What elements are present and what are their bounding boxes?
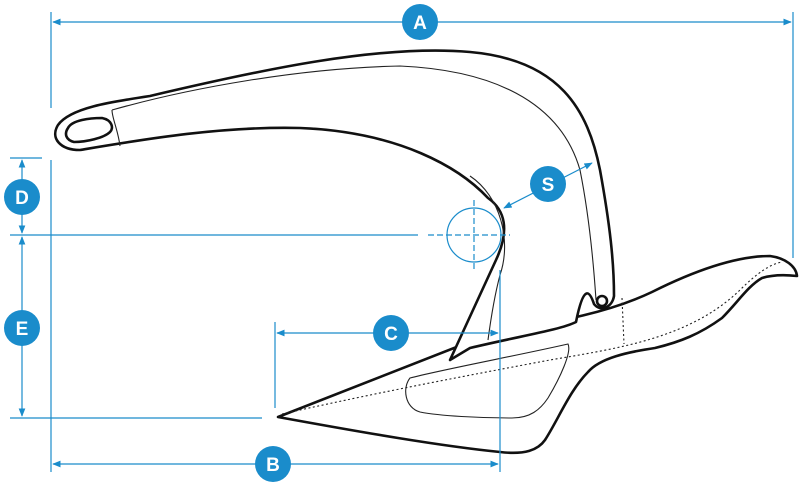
fluke-dotted-spine	[621, 297, 625, 345]
badge-d: D	[4, 179, 40, 215]
fluke-dotted-edge	[281, 261, 783, 415]
badge-s: S	[530, 166, 566, 202]
badge-e: E	[4, 310, 40, 346]
badge-e-label: E	[16, 319, 29, 340]
fluke-inner-pocket	[405, 343, 570, 419]
dimension-lines	[10, 12, 794, 472]
badge-d-label: D	[15, 188, 29, 209]
anchor-shank	[53, 49, 616, 362]
pivot-hole	[595, 294, 609, 308]
badge-b-label: B	[266, 455, 280, 476]
anchor-drawing	[53, 49, 799, 455]
anchor-eye-slot	[64, 116, 114, 144]
anchor-fluke	[276, 254, 799, 455]
badge-b: B	[255, 446, 291, 482]
badge-c-label: C	[384, 324, 398, 345]
badge-s-label: S	[542, 175, 555, 196]
badge-c: C	[373, 315, 409, 351]
badge-a: A	[402, 4, 438, 40]
shank-inner-contour	[111, 65, 597, 301]
badge-a-label: A	[413, 13, 427, 34]
